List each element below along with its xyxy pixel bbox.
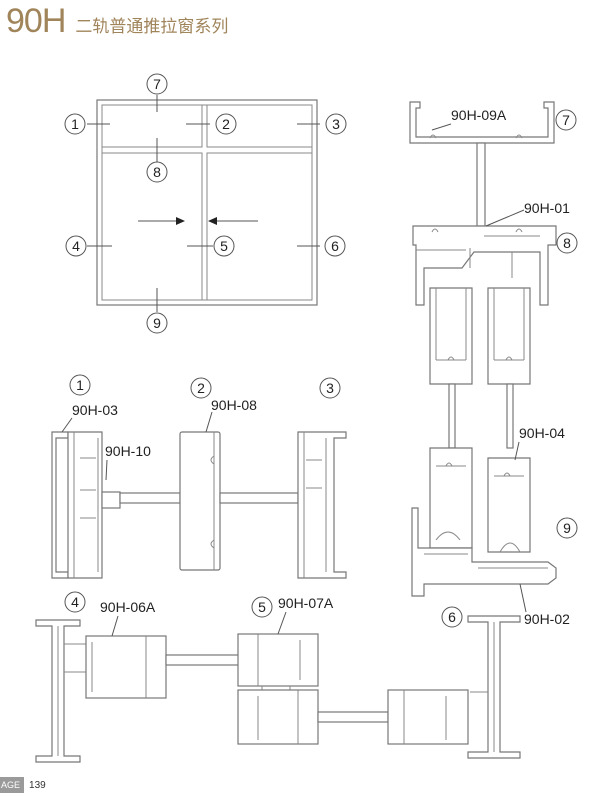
svg-text:2: 2 bbox=[222, 116, 230, 132]
profile-90h-04-right bbox=[487, 457, 531, 553]
svg-text:6: 6 bbox=[331, 238, 339, 254]
svg-text:9: 9 bbox=[153, 315, 161, 331]
label-90h-07a: 90H-07A bbox=[278, 595, 334, 611]
callout-7: 7 bbox=[555, 109, 577, 131]
svg-text:5: 5 bbox=[220, 238, 228, 254]
label-90h-03: 90H-03 bbox=[72, 402, 118, 418]
svg-text:6: 6 bbox=[448, 609, 456, 625]
page-footer: AGE 139 bbox=[0, 776, 46, 794]
callout-2: 2 bbox=[215, 113, 237, 135]
svg-text:4: 4 bbox=[71, 594, 79, 610]
svg-text:4: 4 bbox=[72, 238, 80, 254]
arrow-right-icon bbox=[176, 217, 185, 225]
callout-6: 6 bbox=[324, 235, 346, 257]
label-90h-08: 90H-08 bbox=[211, 397, 257, 413]
svg-text:1: 1 bbox=[71, 116, 79, 132]
window-elevation bbox=[87, 95, 320, 312]
svg-text:8: 8 bbox=[563, 235, 571, 251]
svg-text:8: 8 bbox=[153, 164, 161, 180]
profile-90h-06a bbox=[85, 635, 167, 699]
callout-8-section: 8 bbox=[556, 232, 578, 254]
page-header: 90H 二轨普通推拉窗系列 bbox=[6, 2, 228, 42]
callout-6-section: 6 bbox=[441, 606, 463, 628]
callout-2-section: 2 bbox=[190, 377, 212, 399]
callout-3: 3 bbox=[325, 113, 347, 135]
profile-90h-09a bbox=[409, 101, 555, 144]
svg-text:1: 1 bbox=[76, 377, 84, 393]
label-90h-10: 90H-10 bbox=[105, 443, 151, 459]
arrow-left-icon bbox=[208, 217, 217, 225]
horizontal-section-top bbox=[51, 431, 347, 579]
profile-90h-10 bbox=[101, 491, 121, 509]
callout-7-top: 7 bbox=[146, 73, 168, 95]
vertical-section bbox=[409, 101, 557, 597]
callout-4: 4 bbox=[65, 235, 87, 257]
profile-90h-07a bbox=[237, 633, 319, 687]
svg-text:7: 7 bbox=[562, 112, 570, 128]
callout-3-section: 3 bbox=[319, 377, 341, 399]
svg-text:2: 2 bbox=[197, 380, 205, 396]
series-code: 90H bbox=[6, 2, 66, 40]
callout-1-section: 1 bbox=[69, 374, 91, 396]
page-prefix: AGE bbox=[0, 777, 25, 793]
callout-9-section: 9 bbox=[556, 517, 578, 539]
callout-4-section: 4 bbox=[64, 591, 86, 613]
callout-8: 8 bbox=[146, 161, 168, 183]
label-90h-09a: 90H-09A bbox=[451, 107, 507, 123]
callout-5-section: 5 bbox=[251, 596, 273, 618]
label-90h-01: 90H-01 bbox=[524, 200, 570, 216]
svg-text:9: 9 bbox=[563, 520, 571, 536]
page-number: 139 bbox=[29, 779, 46, 791]
svg-text:7: 7 bbox=[153, 76, 161, 92]
callout-1: 1 bbox=[64, 113, 86, 135]
svg-text:3: 3 bbox=[326, 380, 334, 396]
label-90h-06a: 90H-06A bbox=[100, 599, 156, 615]
label-90h-04: 90H-04 bbox=[519, 425, 565, 441]
series-title: 二轨普通推拉窗系列 bbox=[75, 17, 229, 37]
callout-5: 5 bbox=[213, 235, 235, 257]
horizontal-section-bottom bbox=[35, 615, 521, 763]
svg-text:3: 3 bbox=[332, 116, 340, 132]
profile-90h-03 bbox=[67, 431, 103, 579]
profile-90h-02 bbox=[411, 507, 557, 597]
callout-9: 9 bbox=[146, 312, 168, 334]
svg-text:5: 5 bbox=[258, 599, 266, 615]
profile-90h-01 bbox=[412, 225, 557, 306]
label-90h-02: 90H-02 bbox=[524, 611, 570, 627]
